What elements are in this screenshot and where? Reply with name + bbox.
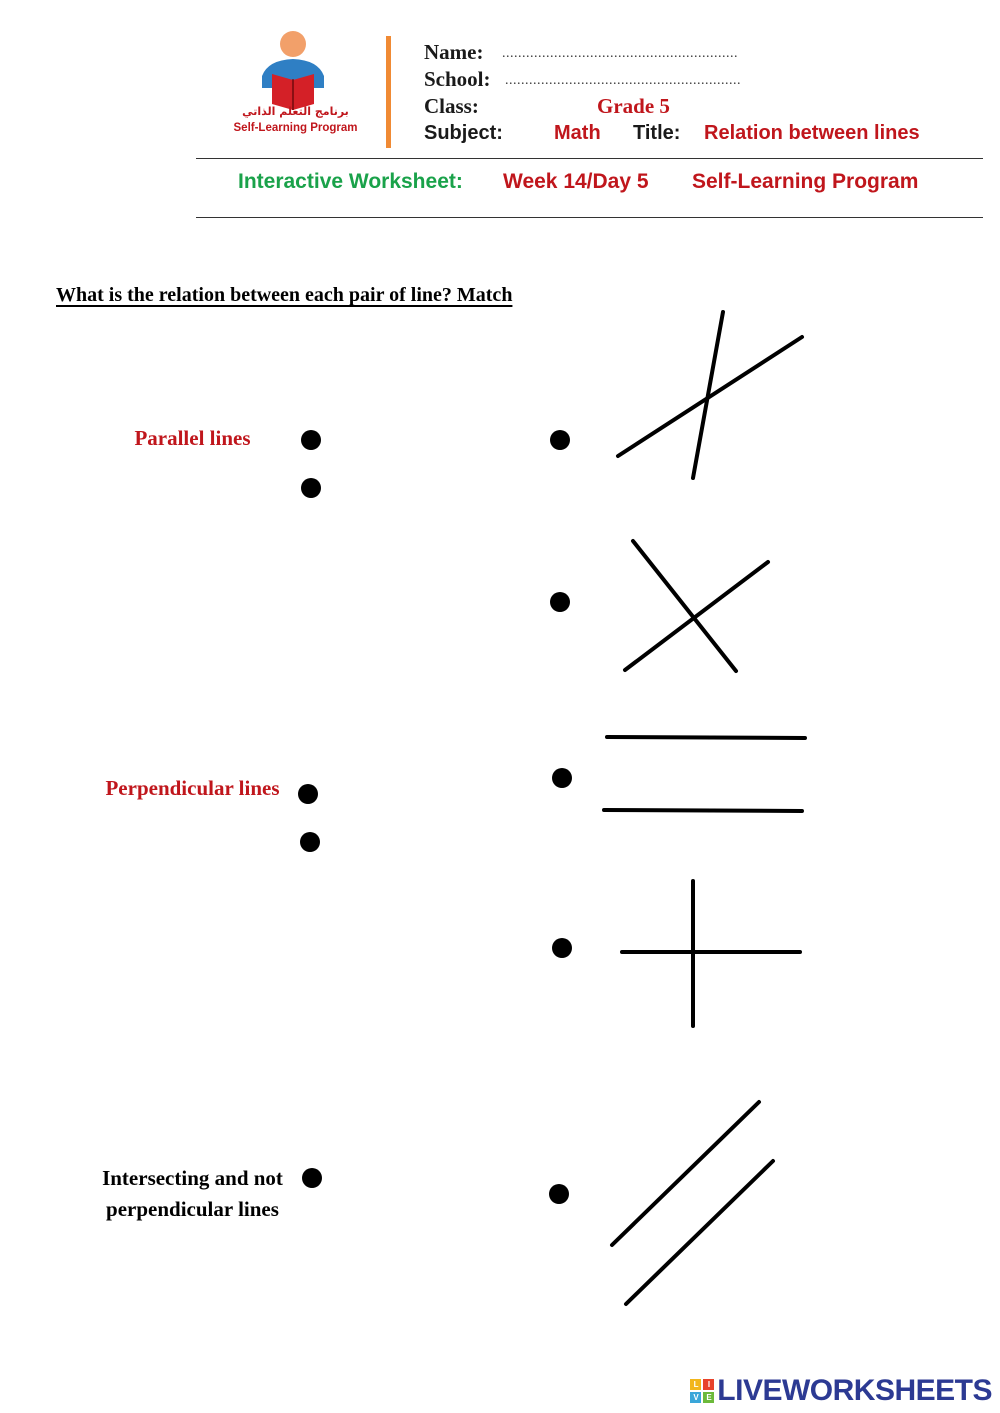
banner-program: Self-Learning Program — [692, 170, 919, 193]
school-label: School: — [424, 67, 491, 91]
logo-tile: E — [703, 1392, 715, 1403]
banner-colon: : — [455, 170, 463, 193]
perpendicular-figure — [620, 879, 802, 1028]
school-field[interactable]: ........................................… — [505, 73, 741, 88]
program-logo — [228, 30, 368, 145]
intersecting-cross-figure — [623, 539, 770, 673]
match-dot-right[interactable] — [552, 938, 572, 958]
class-label: Class: — [424, 94, 479, 118]
banner: Interactive Worksheet: — [238, 170, 463, 194]
banner-week: Week 14/Day 5 — [503, 170, 649, 193]
header-divider — [386, 36, 391, 148]
match-dot-right[interactable] — [549, 1184, 569, 1204]
match-dot-right[interactable] — [552, 768, 572, 788]
header-rule-top — [196, 158, 983, 159]
subject-value: Math — [554, 122, 601, 144]
match-dot-left[interactable] — [301, 430, 321, 450]
name-label: Name: — [424, 40, 484, 64]
logo-tile: I — [703, 1379, 715, 1390]
horizontal-parallel-figure — [602, 735, 807, 813]
banner-label: Interactive Worksheet — [238, 170, 456, 193]
diagonal-parallel-figure — [610, 1100, 775, 1306]
label-intersecting-line1: Intersecting and not — [102, 1166, 283, 1190]
title-label: Title: — [633, 122, 681, 144]
match-dot-left[interactable] — [300, 832, 320, 852]
logo-tiles-icon: L I V E — [690, 1379, 715, 1403]
logo-tile: L — [690, 1379, 702, 1390]
logo-tile: V — [690, 1392, 702, 1403]
name-field[interactable]: ........................................… — [502, 46, 738, 61]
label-perpendicular-lines: Perpendicular lines — [105, 776, 280, 800]
class-value: Grade 5 — [597, 94, 670, 118]
logo-arabic-text: برنامج التعلم الذاتي — [242, 105, 349, 118]
title-value: Relation between lines — [704, 122, 920, 144]
match-dot-left[interactable] — [301, 478, 321, 498]
label-intersecting-line2: perpendicular lines — [106, 1197, 279, 1221]
reader-logo-icon — [262, 31, 324, 111]
match-dot-left[interactable] — [302, 1168, 322, 1188]
header-rule-bottom — [196, 217, 983, 218]
label-parallel-lines: Parallel lines — [134, 426, 251, 450]
intersecting-lines-figure — [616, 310, 804, 480]
liveworksheets-brand: LIVEWORKSHEETS — [717, 1374, 992, 1407]
match-dot-right[interactable] — [550, 430, 570, 450]
subject-label: Subject: — [424, 122, 503, 144]
label-intersecting-lines: Intersecting and not perpendicular lines — [60, 1166, 325, 1222]
match-dot-left[interactable] — [298, 784, 318, 804]
question-text: What is the relation between each pair o… — [56, 284, 513, 306]
liveworksheets-logo: L I V E LIVEWORKSHEETS — [690, 1374, 992, 1408]
logo-english-text: Self-Learning Program — [233, 122, 358, 134]
match-dot-right[interactable] — [550, 592, 570, 612]
